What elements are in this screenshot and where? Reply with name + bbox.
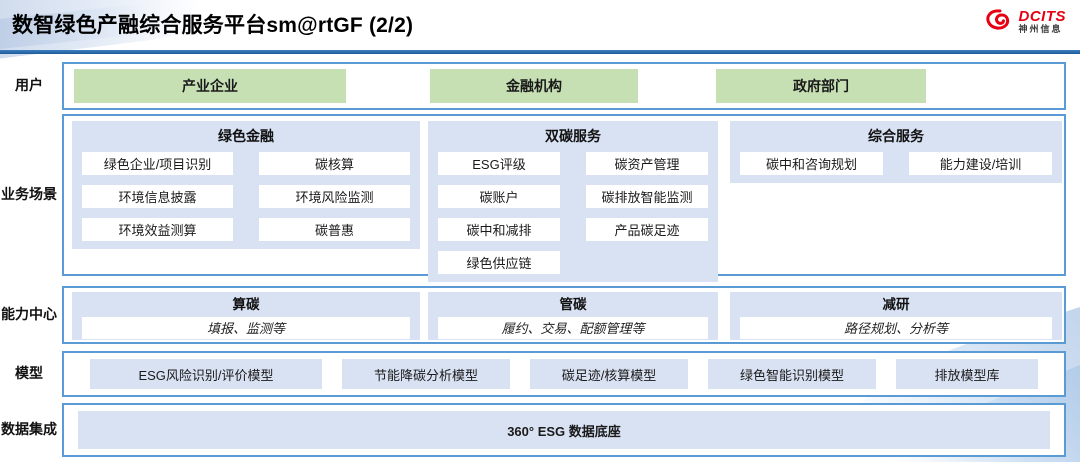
business-scenarios-container: 绿色金融 绿色企业/项目识别 碳核算 环境信息披露 环境风险监测 环境效益测算 … bbox=[62, 114, 1066, 282]
dcits-company-name: 神州信息 bbox=[1018, 24, 1063, 35]
scenario-item: 绿色企业/项目识别 bbox=[82, 151, 233, 175]
user-box-government: 政府部门 bbox=[716, 69, 926, 103]
model-box: 节能降碳分析模型 bbox=[342, 359, 510, 389]
panel-title: 双碳服务 bbox=[545, 128, 601, 144]
scenario-item: 产品碳足迹 bbox=[586, 217, 708, 241]
panel-title: 综合服务 bbox=[868, 128, 924, 144]
page-title: 数智绿色产融综合服务平台sm@rtGF (2/2) bbox=[12, 14, 414, 37]
esg-data-foundation-box: 360° ESG 数据底座 bbox=[78, 411, 1050, 449]
models-row-container: ESG风险识别/评价模型 节能降碳分析模型 碳足迹/核算模型 绿色智能识别模型 … bbox=[62, 351, 1066, 397]
capability-title: 算碳 bbox=[232, 297, 260, 312]
row-label-models: 模型 bbox=[15, 365, 43, 382]
model-box: 绿色智能识别模型 bbox=[708, 359, 876, 389]
panel-title: 绿色金融 bbox=[218, 128, 274, 144]
capability-panel-carbon-calculation: 算碳 填报、监测等 bbox=[72, 292, 420, 340]
scenario-item: 碳资产管理 bbox=[586, 151, 708, 175]
capability-desc: 路径规划、分析等 bbox=[740, 316, 1052, 339]
scenario-item: 环境风险监测 bbox=[259, 184, 410, 208]
capability-title: 管碳 bbox=[559, 297, 587, 312]
dcits-logo: DCITS 神州信息 bbox=[983, 7, 1067, 37]
capability-center-container: 算碳 填报、监测等 管碳 履约、交易、配额管理等 减研 路径规划、分析等 bbox=[62, 286, 1066, 344]
scenario-item: 碳中和咨询规划 bbox=[740, 151, 883, 175]
capability-desc: 填报、监测等 bbox=[82, 316, 410, 339]
scenario-item: 碳账户 bbox=[438, 184, 560, 208]
row-label-business-scenarios: 业务场景 bbox=[1, 186, 57, 203]
capability-panel-reduction-research: 减研 路径规划、分析等 bbox=[730, 292, 1062, 340]
panel-grid: ESG评级 碳资产管理 碳账户 碳排放智能监测 碳中和减排 产品碳足迹 绿色供应… bbox=[438, 151, 708, 274]
scenario-item: 环境信息披露 bbox=[82, 184, 233, 208]
dcits-brand-name: DCITS bbox=[1018, 8, 1066, 26]
row-label-users: 用户 bbox=[15, 77, 43, 94]
scenario-item: 碳排放智能监测 bbox=[586, 184, 708, 208]
scenario-item: 能力建设/培训 bbox=[909, 151, 1052, 175]
user-box-industrial-enterprise: 产业企业 bbox=[74, 69, 346, 103]
dcits-logo-text: DCITS 神州信息 bbox=[1019, 9, 1067, 34]
dcits-swirl-icon bbox=[985, 9, 1009, 30]
scenario-item: ESG评级 bbox=[438, 151, 560, 175]
scenario-item: 环境效益测算 bbox=[82, 217, 233, 241]
panel-comprehensive-services: 综合服务 碳中和咨询规划 能力建设/培训 bbox=[730, 121, 1062, 183]
model-box: ESG风险识别/评价模型 bbox=[90, 359, 322, 389]
scenario-item: 碳中和减排 bbox=[438, 217, 560, 241]
panel-grid: 绿色企业/项目识别 碳核算 环境信息披露 环境风险监测 环境效益测算 碳普惠 bbox=[82, 151, 410, 241]
scenario-item: 绿色供应链 bbox=[438, 250, 560, 274]
scenario-item: 碳核算 bbox=[259, 151, 410, 175]
header-divider-bar bbox=[0, 50, 1080, 54]
capability-title: 减研 bbox=[882, 297, 910, 312]
row-label-data-integration: 数据集成 bbox=[1, 421, 57, 438]
users-row-container: 产业企业 金融机构 政府部门 bbox=[62, 62, 1066, 110]
row-label-capability-center: 能力中心 bbox=[1, 306, 57, 323]
scenario-item: 碳普惠 bbox=[259, 217, 410, 241]
capability-panel-carbon-management: 管碳 履约、交易、配额管理等 bbox=[428, 292, 718, 340]
capability-desc: 履约、交易、配额管理等 bbox=[438, 316, 708, 339]
data-integration-container: 360° ESG 数据底座 bbox=[62, 403, 1066, 457]
model-box: 排放模型库 bbox=[896, 359, 1038, 389]
panel-green-finance: 绿色金融 绿色企业/项目识别 碳核算 环境信息披露 环境风险监测 环境效益测算 … bbox=[72, 121, 420, 249]
panel-grid: 碳中和咨询规划 能力建设/培训 bbox=[740, 151, 1052, 175]
model-box: 碳足迹/核算模型 bbox=[530, 359, 688, 389]
panel-dual-carbon-services: 双碳服务 ESG评级 碳资产管理 碳账户 碳排放智能监测 碳中和减排 产品碳足迹… bbox=[428, 121, 718, 282]
user-box-financial-institution: 金融机构 bbox=[430, 69, 638, 103]
